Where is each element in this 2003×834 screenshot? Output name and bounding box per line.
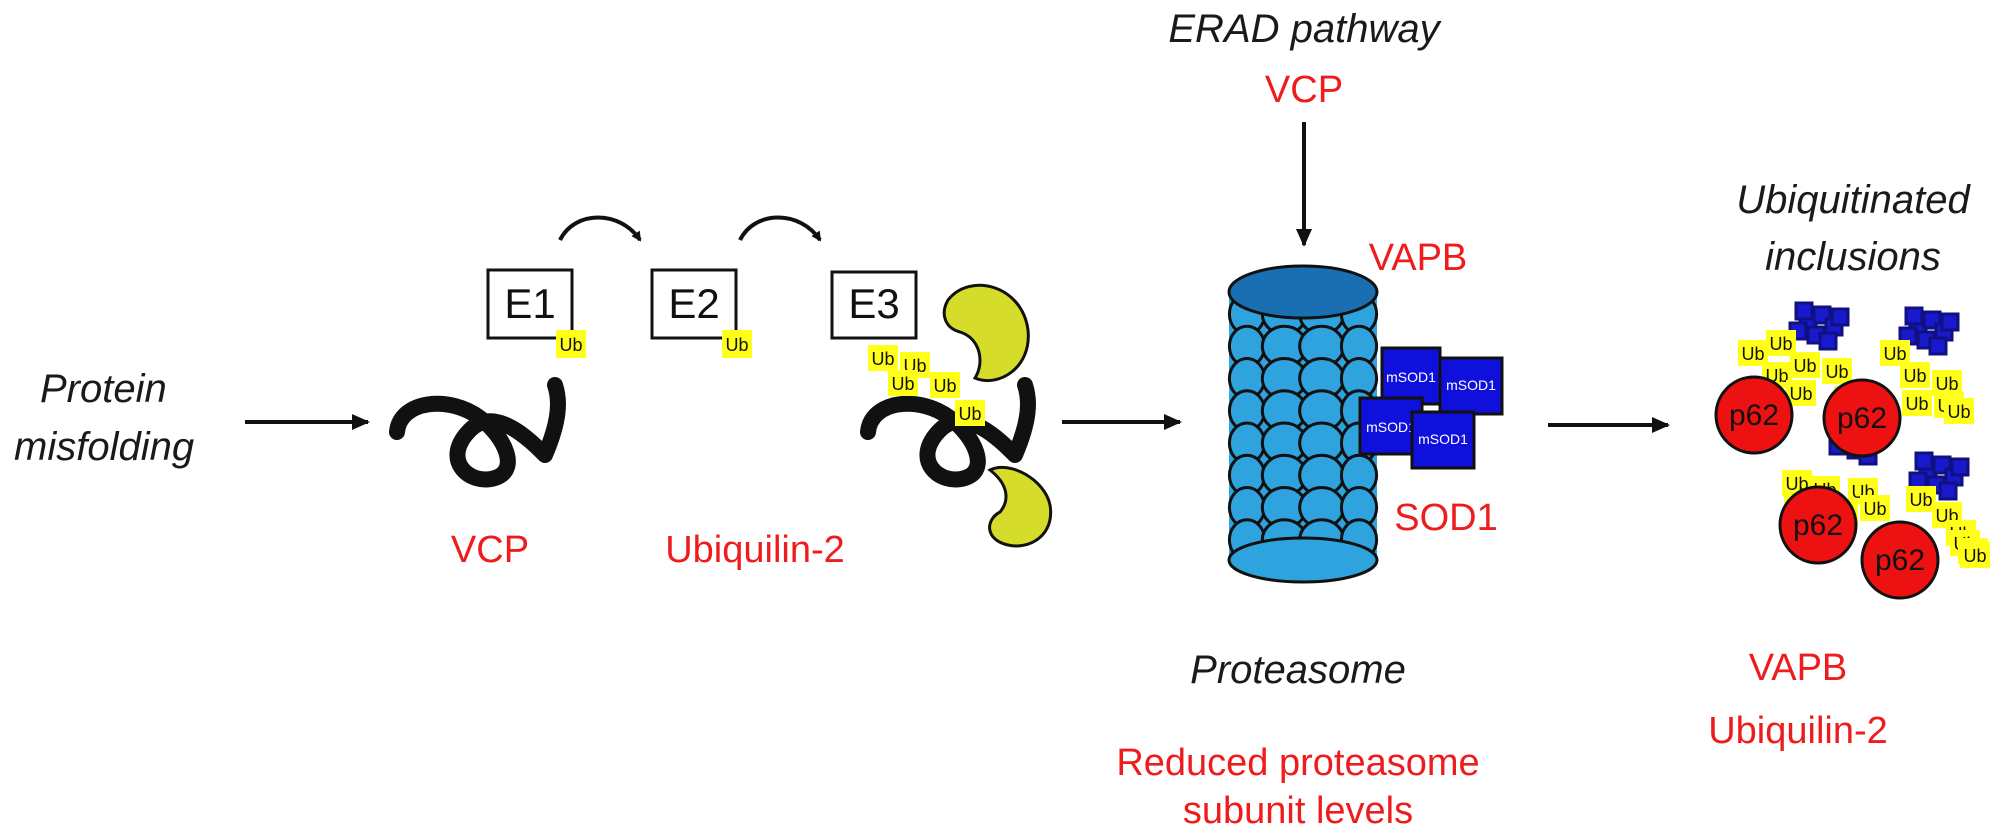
aggregate-block (1938, 481, 1958, 501)
msod1-label: mSOD1 (1386, 369, 1436, 385)
msod1-label: mSOD1 (1446, 377, 1496, 393)
ub-tag-inclusion: Ub (1900, 362, 1930, 388)
ub-tag-inclusion: Ub (1766, 330, 1796, 356)
msod1-label: mSOD1 (1418, 431, 1468, 447)
reduced-levels-label-line1: Reduced proteasome (1116, 742, 1479, 784)
arrow-e1-to-e2 (558, 215, 642, 242)
e3-label: E3 (848, 280, 899, 327)
inclusions-label-line2: inclusions (1765, 235, 1941, 279)
inclusions-label-line1: Ubiquitinated (1736, 178, 1971, 222)
ub-tag-inclusion: Ub (1932, 370, 1962, 396)
ub-tag-chain-1: Ub (868, 345, 898, 371)
e1-label: E1 (504, 280, 555, 327)
ub-tag-inclusion: Ub (1738, 340, 1768, 366)
msod1-box-4: mSOD1 (1410, 410, 1476, 470)
e1-enzyme-box: E1 (486, 268, 574, 340)
msod1-box-2: mSOD1 (1438, 356, 1504, 416)
ub-tag-chain-5: Ub (955, 400, 985, 426)
ub-label: Ub (1863, 499, 1886, 519)
p62-protein: p62 (1714, 375, 1794, 455)
ub-label: Ub (1825, 362, 1848, 382)
p62-protein: p62 (1860, 520, 1940, 600)
e2-label: E2 (668, 280, 719, 327)
e3-ligase-top (942, 283, 1030, 383)
ubiquitinated-protein (860, 377, 1036, 488)
proteasome-label: Proteasome (1190, 648, 1406, 692)
proteasome-bottom-cap (1227, 536, 1379, 584)
ub-tag-inclusion: Ub (1790, 352, 1820, 378)
ub-tag-inclusion: Ub (1906, 486, 1936, 512)
ub-label: Ub (1963, 546, 1986, 566)
aggregate-block (1904, 306, 1924, 326)
aggregate-block (1794, 301, 1814, 321)
vapb-label-top: VAPB (1369, 237, 1468, 279)
p62-label: p62 (1793, 509, 1843, 542)
p62-label: p62 (1837, 402, 1887, 435)
p62-protein: p62 (1778, 485, 1858, 565)
p62-label: p62 (1875, 544, 1925, 577)
e3-ligase-bottom (987, 465, 1053, 548)
proteasome-cylinder (1227, 264, 1379, 584)
e3-enzyme-box: E3 (830, 270, 918, 340)
protein-misfolding-label-line1: Protein (40, 367, 167, 411)
sod1-label: SOD1 (1394, 497, 1497, 539)
aggregate-block (1914, 451, 1934, 471)
proteasome-top-cap (1227, 264, 1379, 320)
msod1-box-1: mSOD1 (1380, 346, 1442, 406)
ub-label: Ub (1769, 334, 1792, 354)
ub-tag-inclusion: Ub (1822, 358, 1852, 384)
ub-tag-chain-3: Ub (888, 370, 918, 396)
ub-tag-e1: Ub (556, 330, 586, 358)
vapb-label-right: VAPB (1749, 647, 1848, 689)
ub-tag-chain-4: Ub (930, 372, 960, 398)
protein-misfolding-label-line2: misfolding (14, 425, 194, 469)
aggregate-block (1940, 312, 1960, 332)
aggregate-block (1950, 457, 1970, 477)
erad-pathway-label: ERAD pathway (1168, 7, 1442, 51)
ubiquilin-label-right: Ubiquilin-2 (1708, 710, 1888, 752)
ub-tag-e2: Ub (722, 330, 752, 358)
ub-tag-inclusion: Ub (1944, 398, 1974, 424)
ub-label: Ub (891, 374, 914, 394)
ub-tag-inclusion: Ub (1902, 390, 1932, 416)
ub-tag-inclusion: Ub (1960, 542, 1990, 568)
ub-label: Ub (1883, 344, 1906, 364)
ub-label: Ub (559, 335, 582, 355)
aggregate-block (1818, 331, 1838, 351)
erad-vcp-label: VCP (1265, 69, 1343, 111)
msod1-label: mSOD1 (1366, 419, 1416, 435)
reduced-levels-label-line2: subunit levels (1183, 790, 1413, 832)
vcp-label-bottom: VCP (451, 529, 529, 571)
ub-label: Ub (1905, 394, 1928, 414)
ub-label: Ub (871, 349, 894, 369)
ub-label: Ub (725, 335, 748, 355)
arrow-e2-to-e3 (738, 215, 822, 242)
aggregate-block (1830, 307, 1850, 327)
ubiquilin-label-bottom: Ubiquilin-2 (665, 529, 845, 571)
e2-enzyme-box: E2 (650, 268, 738, 340)
ub-tag-inclusion: Ub (1880, 340, 1910, 366)
ub-tag-inclusion: Ub (1860, 495, 1890, 521)
aggregate-block (1928, 336, 1948, 356)
ub-label: Ub (1741, 344, 1764, 364)
ub-label: Ub (958, 404, 981, 424)
ub-label: Ub (1935, 374, 1958, 394)
misfolded-protein (389, 377, 566, 488)
ub-label: Ub (933, 376, 956, 396)
ub-label: Ub (1947, 402, 1970, 422)
p62-label: p62 (1729, 399, 1779, 432)
inclusion-aggregates: UbUbUbUbUbUbUbUbUbUbUbUbUbUbUbUbUbUbUbUb… (1714, 301, 1990, 600)
ub-label: Ub (1793, 356, 1816, 376)
ub-label: Ub (1789, 384, 1812, 404)
ub-label: Ub (1909, 490, 1932, 510)
p62-protein: p62 (1822, 378, 1902, 458)
ub-label: Ub (1903, 366, 1926, 386)
